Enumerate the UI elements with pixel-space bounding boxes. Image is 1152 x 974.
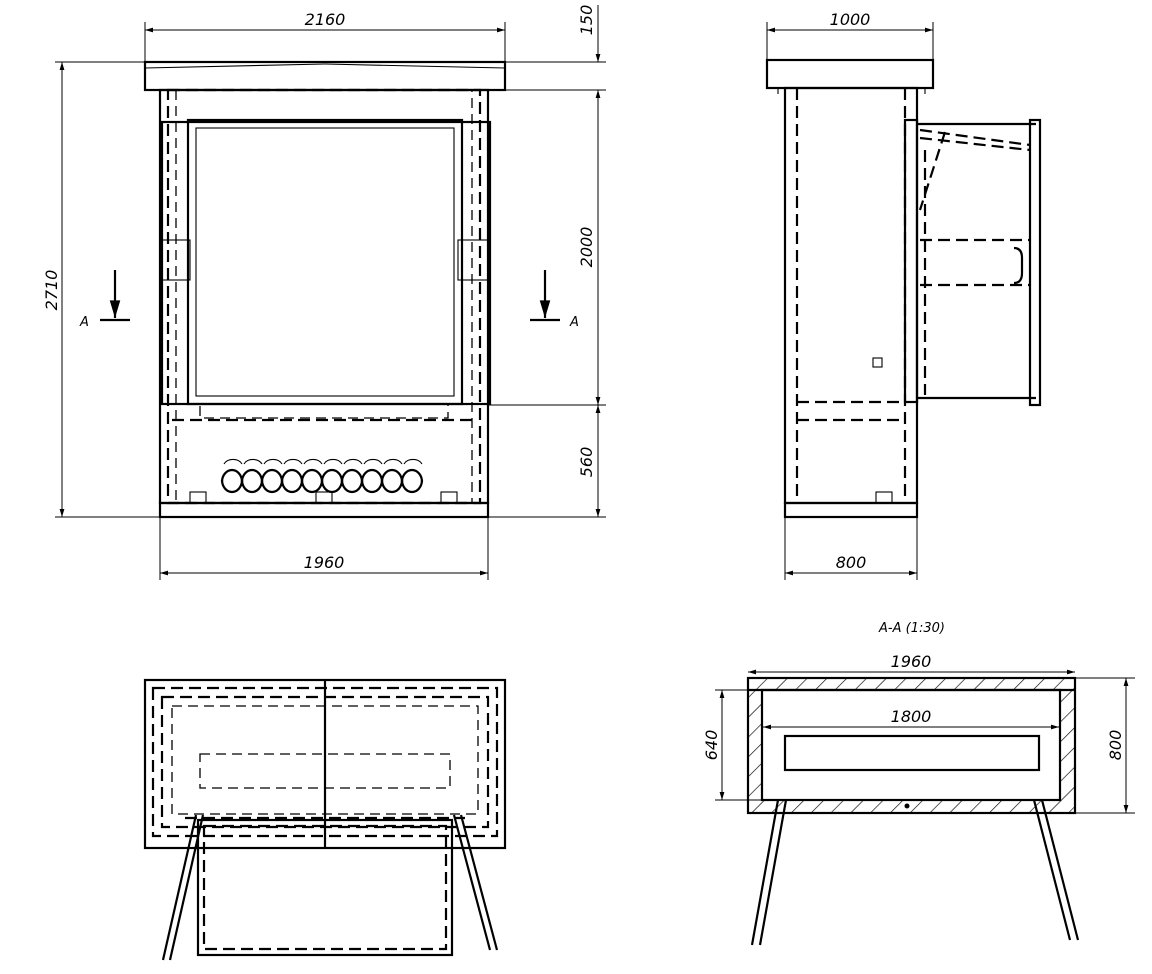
dim-base-height: 560 <box>577 447 596 478</box>
dim-roof-depth: 1000 <box>830 10 871 29</box>
dim-inner-depth: 640 <box>702 730 721 761</box>
roof <box>143 60 507 92</box>
mounting-rail <box>783 734 1041 772</box>
section-mark-right: A <box>569 315 579 330</box>
section-view: A-A (1:30) 1960 1800 640 800 <box>702 621 1135 946</box>
open-door-side <box>903 118 1042 407</box>
dim-roof-height: 150 <box>577 5 596 36</box>
side-view: 1000 800 <box>765 10 1042 580</box>
dim-inner-width: 1800 <box>891 707 932 726</box>
section-title: A-A (1:30) <box>878 621 945 636</box>
cabinet-side <box>783 86 919 505</box>
section-outline <box>746 676 1077 815</box>
door-plan <box>196 818 454 957</box>
roof-side <box>765 58 935 90</box>
door-frame <box>160 120 492 406</box>
cable-glands <box>220 458 424 494</box>
door-opening <box>186 118 464 406</box>
dim-outer-depth: 800 <box>1106 730 1125 761</box>
plan-view <box>143 678 507 961</box>
dim-body-width: 1960 <box>304 553 345 572</box>
dim-outer-width: 1960 <box>891 652 932 671</box>
plinth <box>158 501 490 519</box>
section-mark-left: A <box>79 315 89 330</box>
dim-body-depth: 800 <box>836 553 867 572</box>
dim-door-height: 2000 <box>577 227 596 268</box>
dim-total-height: 2710 <box>42 270 61 311</box>
front-dimensions: 2160 150 2000 560 2710 1960 A A <box>42 5 606 580</box>
dim-roof-width: 2160 <box>305 10 346 29</box>
front-view <box>143 60 507 519</box>
cabinet-body <box>158 88 490 505</box>
